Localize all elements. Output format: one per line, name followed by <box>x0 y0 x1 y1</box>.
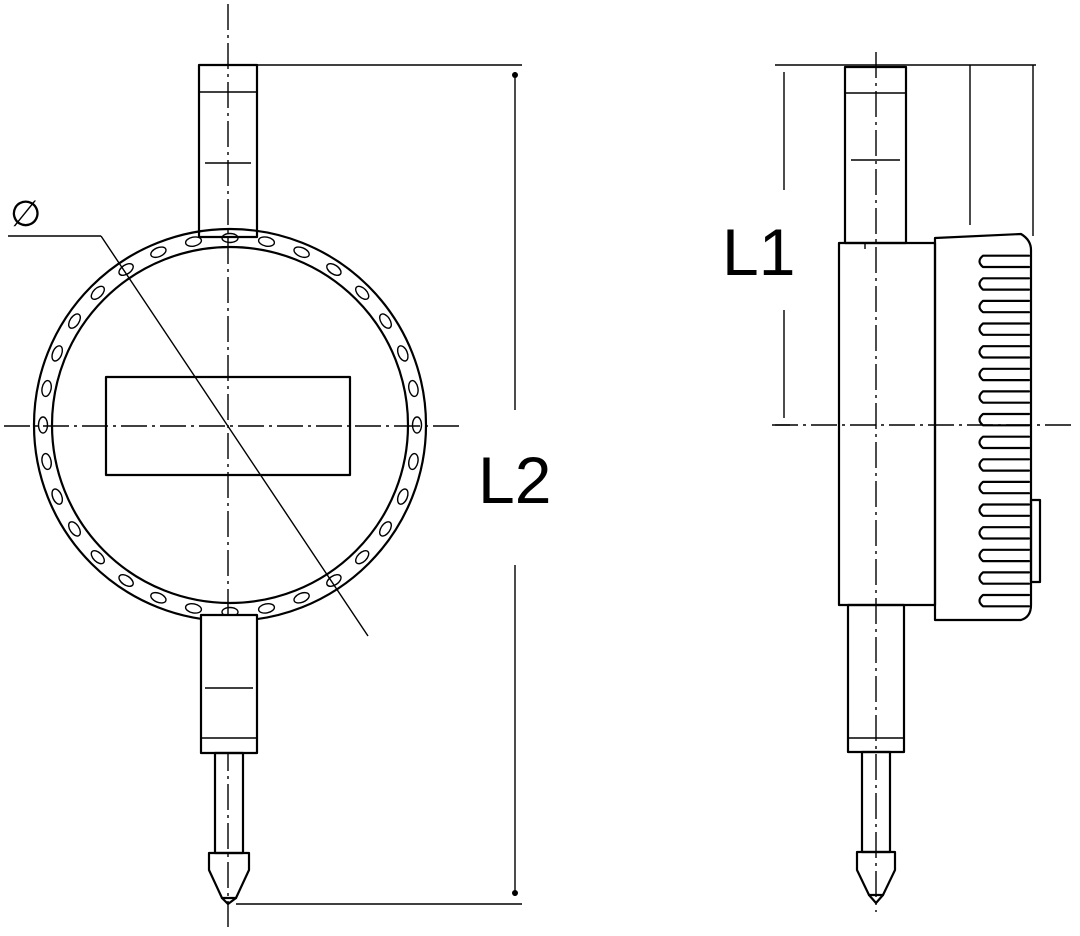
knurl-notch <box>118 573 134 588</box>
knurl-notch <box>257 603 276 614</box>
knurl-notch <box>37 416 49 434</box>
side-knurl-rib <box>978 299 1031 314</box>
knurl-notch <box>51 345 64 362</box>
knurl-notch <box>293 591 310 604</box>
lcd-display-window <box>104 375 352 477</box>
knurl-notch <box>396 488 409 505</box>
side-knurl-rib <box>978 435 1031 450</box>
l2-label: L2 <box>478 443 551 517</box>
knurl-notch <box>355 550 370 565</box>
front-bezel <box>32 227 428 623</box>
knurl-notch <box>326 262 342 277</box>
side-knurl-rib <box>978 412 1031 427</box>
diameter-leader <box>8 235 369 637</box>
knurl-notch <box>326 573 342 588</box>
knurl-notch <box>396 345 409 362</box>
knurl-notch <box>67 521 82 537</box>
front-top-stem <box>197 63 259 239</box>
knurl-notch <box>41 452 52 471</box>
l2-dimension <box>236 64 522 905</box>
side-knurl-rib <box>978 571 1031 585</box>
knurl-notch <box>355 285 370 300</box>
side-knurl-rib <box>978 548 1031 563</box>
side-knurl <box>978 254 1031 608</box>
knurl-notch <box>67 313 82 329</box>
side-view: L1 <box>722 52 1076 912</box>
bezel-knurl <box>37 232 423 618</box>
side-spindle <box>855 750 897 905</box>
side-knurl-rib <box>978 345 1031 359</box>
diameter-symbol: ∅ <box>10 194 41 235</box>
knurl-notch <box>41 379 52 398</box>
knurl-notch <box>90 285 105 300</box>
side-knurl-rib <box>978 526 1031 540</box>
knurl-notch <box>408 379 419 398</box>
side-knurl-rib <box>978 254 1031 269</box>
knurl-notch <box>150 246 167 259</box>
side-knurl-rib <box>978 458 1031 472</box>
knurl-notch <box>150 591 167 604</box>
side-knurl-rib <box>978 322 1031 336</box>
front-bottom-stem <box>199 613 259 755</box>
knurl-notch <box>378 313 393 329</box>
l1-label: L1 <box>722 215 795 289</box>
side-knurl-rib <box>978 480 1031 495</box>
knurl-notch <box>221 232 239 244</box>
knurl-notch <box>408 452 419 471</box>
side-knurl-rib <box>978 390 1031 404</box>
side-bezel <box>933 232 1042 622</box>
knurl-notch <box>51 488 64 505</box>
front-view: ∅ L2 <box>4 4 551 932</box>
knurl-notch <box>90 550 105 565</box>
knurl-notch <box>118 262 134 277</box>
front-spindle <box>207 751 251 906</box>
knurl-notch <box>411 416 423 434</box>
side-knurl-rib <box>978 503 1031 517</box>
knurl-notch <box>184 603 203 614</box>
side-knurl-rib <box>978 593 1031 608</box>
side-knurl-rib <box>978 367 1031 382</box>
side-body <box>837 241 937 607</box>
knurl-notch <box>257 236 276 247</box>
l1-dimension <box>775 64 1036 426</box>
side-knurl-rib <box>978 277 1031 291</box>
knurl-notch <box>378 521 393 537</box>
knurl-notch <box>293 246 310 259</box>
knurl-notch <box>184 236 203 247</box>
